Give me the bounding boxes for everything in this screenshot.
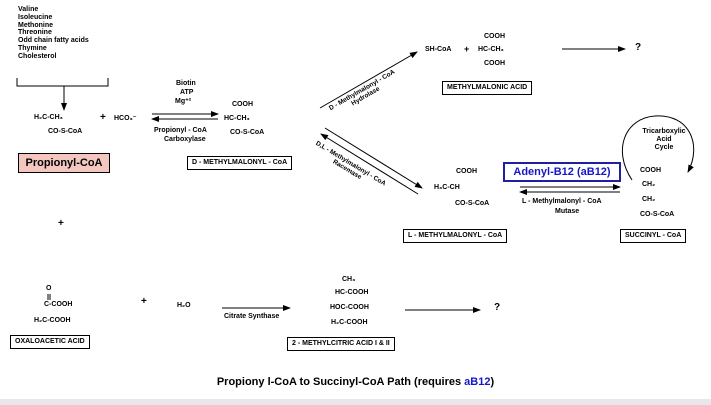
cofactor-biotin: Biotin [176,80,196,87]
citrate-synthase-label: Citrate Synthase [224,313,280,320]
oaa-formula-3: H₂C-COOH [34,317,71,324]
source-item: Methonine [18,21,53,29]
source-item: Valine [18,6,39,13]
cofactor-atp: ATP [180,89,194,96]
caption-highlight: aB12 [464,376,491,388]
cofactor-mg: Mg⁺² [175,98,192,105]
mc-formula-4: H₂C-COOH [331,319,368,326]
mma-formula-2: HC-CH₃ [478,46,504,53]
source-item: Threonine [18,29,52,37]
mc-formula-3: HOC-COOH [330,304,369,311]
source-bracket [16,78,109,87]
mma-formula-1: COOH [484,33,505,40]
l-mm-formula-2: H₃C-CH [434,184,460,191]
d-mm-formula-2: HC-CH₃ [224,115,250,122]
carboxylase-enzyme-2: Carboxylase [164,136,206,143]
carboxylase-enzyme-1: Propionyl - CoA [154,127,207,134]
oaa-formula-2: C-COOH [44,301,73,308]
tca-label-1: Tricarboxylic [642,128,686,135]
mc-formula-2: HC-COOH [335,289,369,296]
mma-plus: + [464,44,470,54]
mc-formula-1: CH₃ [342,276,356,283]
unknown-product-2: ? [494,302,501,313]
methylcitric-acid-label: 2 - METHYLCITRIC ACID I & II [287,337,395,351]
methylmalonic-acid-label: METHYLMALONIC ACID [442,81,533,95]
oaa-formula-1: O [46,285,52,292]
sh-coa: SH-CoA [425,46,452,53]
d-mm-formula-1: COOH [232,101,253,108]
tca-cycle-label: Tricarboxylic Acid Cycle [638,128,690,152]
unknown-product-1: ? [635,42,642,53]
footer-bar [0,399,711,405]
plus-sign: + [100,112,106,123]
succinyl-formula-1: COOH [640,167,661,174]
plus-sign-left: + [58,218,64,229]
l-mm-formula-1: COOH [456,168,477,175]
oxaloacetic-acid-label: OXALOACETIC ACID [10,335,90,349]
l-mm-formula-3: CO-S-CoA [455,200,490,207]
plus-sign-water: + [141,296,147,307]
propionyl-formula-2: CO-S-CoA [48,128,83,135]
water: H₂O [177,302,191,309]
adenyl-b12-label: Adenyl-B12 (aB12) [503,162,621,182]
mutase-label-2: Mutase [555,208,580,215]
propionyl-formula-1: H₂C-CH₃ [34,114,63,121]
l-methylmalonyl-coa-label: L - METHYLMALONYL - CoA [403,229,508,243]
source-item: Isoleucine [18,13,53,21]
d-mm-formula-3: CO-S-CoA [230,129,265,136]
succinyl-formula-4: CO-S-CoA [640,211,675,218]
tca-label-3: Cycle [654,144,674,151]
caption-close: ) [490,376,495,388]
source-list: Valine Isoleucine Methonine Threonine Od… [18,6,89,61]
figure-caption: Propiony l-CoA to Succinyl-CoA Path (req… [0,376,711,388]
bicarbonate: HCO₃⁻ [114,115,137,122]
mutase-label-1: L - Methylmalonyl - CoA [522,198,602,205]
caption-main: Propiony l-CoA to Succinyl-CoA Path (req… [216,376,465,388]
succinyl-formula-3: CH₂ [642,196,656,203]
succinyl-formula-2: CH₂ [642,181,656,188]
source-item: Thymine [18,44,47,52]
succinyl-coa-label: SUCCINYL - CoA [620,229,687,243]
tca-label-2: Acid [656,136,672,143]
propionyl-coa-label: Propionyl-CoA [18,153,110,173]
source-item: Odd chain fatty acids [18,37,89,45]
source-item: Cholesterol [18,52,57,60]
mma-formula-3: COOH [484,60,505,67]
d-methylmalonyl-coa-label: D - METHYLMALONYL - CoA [187,156,293,170]
